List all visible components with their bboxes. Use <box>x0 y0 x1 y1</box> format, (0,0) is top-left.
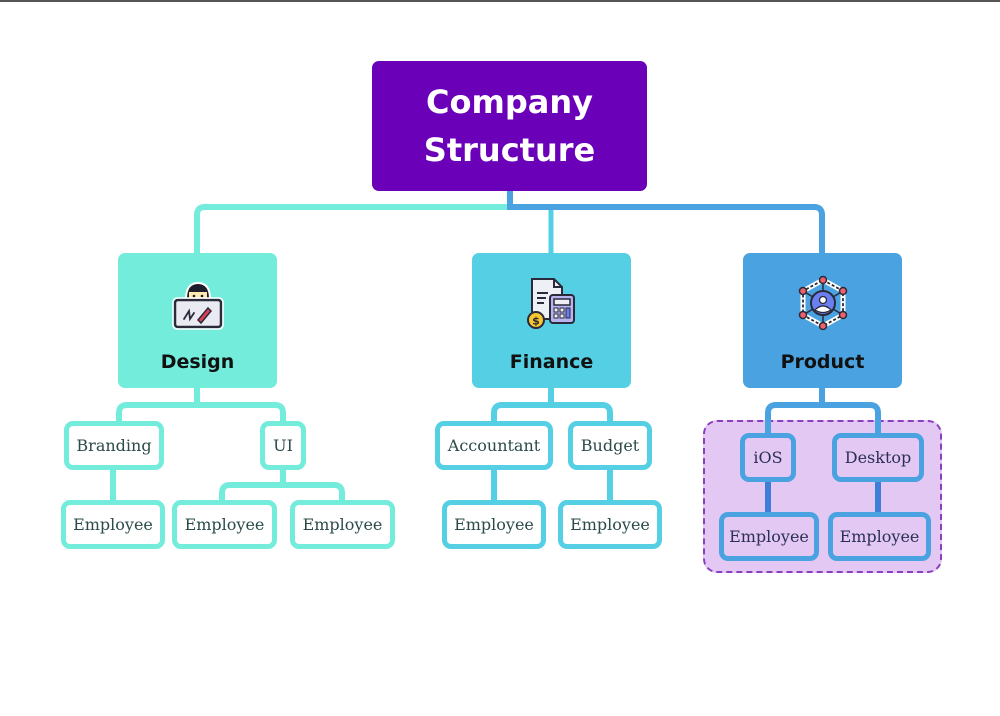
connector-design-teams <box>116 388 286 421</box>
svg-text:$: $ <box>532 315 540 328</box>
department-label-design: Design <box>160 351 235 373</box>
connector-finance-teams <box>491 388 613 421</box>
connector-title-product <box>507 191 825 253</box>
connector-product-teams <box>765 388 881 433</box>
department-node-product[interactable]: Product <box>743 253 902 388</box>
employee-node[interactable]: Employee <box>828 512 931 561</box>
team-node-ios[interactable]: iOS <box>740 433 796 482</box>
department-node-design[interactable]: Design <box>118 253 277 388</box>
team-node-accountant[interactable]: Accountant <box>435 421 553 470</box>
employee-node[interactable]: Employee <box>172 500 277 549</box>
team-node-branding[interactable]: Branding <box>64 421 164 470</box>
employee-node[interactable]: Employee <box>442 500 546 549</box>
employee-node[interactable]: Employee <box>719 512 819 561</box>
user-network-icon <box>798 275 847 331</box>
connector-title-design <box>194 204 510 253</box>
connector-ui-employees <box>219 470 345 500</box>
department-label-product: Product <box>780 351 865 373</box>
department-label-finance: Finance <box>509 351 594 373</box>
designer-laptop-icon <box>171 281 224 330</box>
employee-node[interactable]: Employee <box>558 500 662 549</box>
employee-node[interactable]: Employee <box>61 500 165 549</box>
team-node-budget[interactable]: Budget <box>568 421 652 470</box>
department-node-finance[interactable]: $ Finance <box>472 253 631 388</box>
invoice-calculator-icon: $ <box>526 278 575 329</box>
team-node-desktop[interactable]: Desktop <box>832 433 924 482</box>
team-node-ui[interactable]: UI <box>260 421 306 470</box>
employee-node[interactable]: Employee <box>290 500 395 549</box>
top-border <box>0 0 1000 2</box>
